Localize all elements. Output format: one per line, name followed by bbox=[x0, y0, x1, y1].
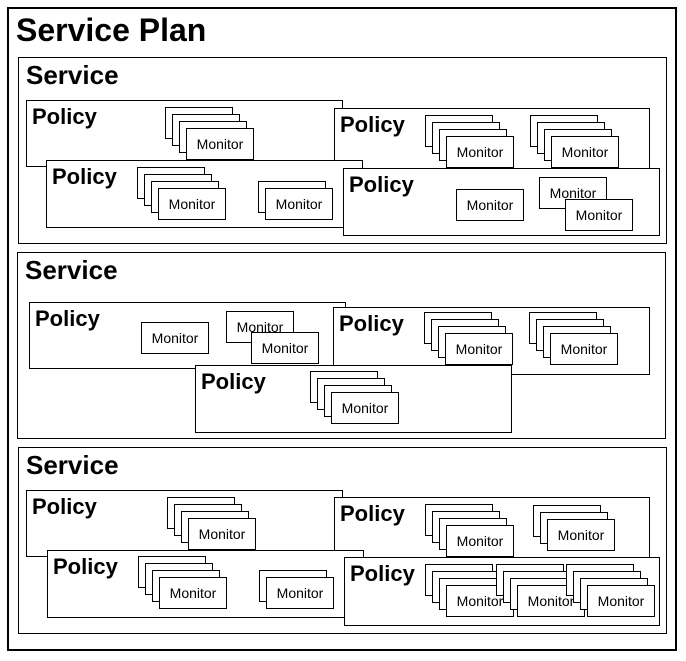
monitor-box: Monitor bbox=[251, 332, 319, 364]
policy-label: Policy bbox=[53, 554, 118, 579]
monitor-box: Monitor bbox=[587, 585, 655, 617]
monitor-box: Monitor bbox=[331, 392, 399, 424]
policy-label: Policy bbox=[35, 306, 100, 331]
service-label: Service bbox=[26, 60, 119, 90]
monitor-box: Monitor bbox=[446, 525, 514, 557]
monitor-box: Monitor bbox=[188, 518, 256, 550]
monitor-box: Monitor bbox=[551, 136, 619, 168]
monitor-box: Monitor bbox=[158, 188, 226, 220]
monitor-box: Monitor bbox=[456, 189, 524, 221]
policy-label: Policy bbox=[339, 311, 404, 336]
policy-label: Policy bbox=[349, 172, 414, 197]
monitor-box: Monitor bbox=[550, 333, 618, 365]
monitor-box: Monitor bbox=[565, 199, 633, 231]
monitor-box: Monitor bbox=[186, 128, 254, 160]
monitor-box: Monitor bbox=[266, 577, 334, 609]
service-label: Service bbox=[25, 255, 118, 285]
monitor-box: Monitor bbox=[159, 577, 227, 609]
policy-label: Policy bbox=[201, 369, 266, 394]
policy-label: Policy bbox=[340, 112, 405, 137]
monitor-box: Monitor bbox=[446, 136, 514, 168]
service-plan-title: Service Plan bbox=[16, 12, 207, 48]
monitor-box: Monitor bbox=[141, 322, 209, 354]
monitor-box: Monitor bbox=[445, 333, 513, 365]
monitor-box: Monitor bbox=[265, 188, 333, 220]
policy-label: Policy bbox=[340, 501, 405, 526]
policy-label: Policy bbox=[32, 104, 97, 129]
policy-label: Policy bbox=[350, 561, 415, 586]
monitor-box: Monitor bbox=[547, 519, 615, 551]
service-label: Service bbox=[26, 450, 119, 480]
policy-label: Policy bbox=[32, 494, 97, 519]
policy-label: Policy bbox=[52, 164, 117, 189]
